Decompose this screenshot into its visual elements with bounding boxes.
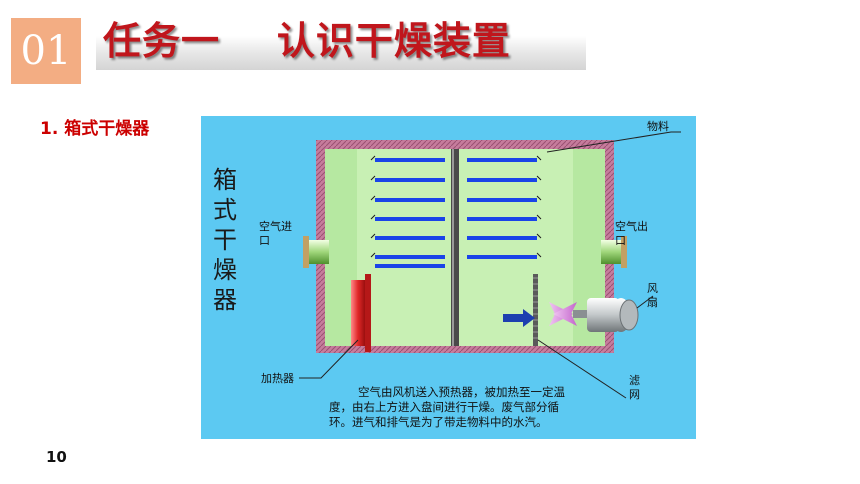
- side-char: 箱: [213, 166, 237, 194]
- dryer-side-label: 箱 式 干 燥 器: [213, 166, 245, 314]
- title-backdrop: [96, 36, 586, 70]
- filter-screen: [533, 274, 538, 346]
- air-outlet-label-line: 口: [615, 234, 626, 247]
- filter-label-line: 滤: [629, 374, 640, 387]
- section-subtitle: 1. 箱式干燥器: [40, 119, 150, 139]
- fan-label-line: 扇: [647, 295, 658, 309]
- air-inlet-label: 空气进 口: [259, 219, 296, 247]
- description-text: 空气由风机送入预热器，被加热至一定温 度，由右上方进入盘间进行干燥。废气部分循 …: [329, 385, 569, 429]
- heater-label: 加热器: [261, 372, 294, 385]
- side-char: 燥: [213, 256, 237, 284]
- side-char: 式: [213, 196, 237, 224]
- fan-label: 风 扇: [647, 282, 662, 309]
- material-label: 物料: [647, 119, 669, 133]
- air-inlet-pipe: [307, 240, 329, 264]
- description-line: 环。进气和排气是为了带走物料中的水汽。: [329, 415, 548, 429]
- side-char: 器: [213, 286, 237, 314]
- page-title: 任务一 认识干燥装置: [103, 19, 511, 63]
- filter-label: 滤 网: [629, 374, 644, 401]
- air-outlet-pipe: [601, 240, 623, 264]
- air-outlet-label-line: 空气出: [615, 219, 648, 233]
- air-inlet-label-line: 空气进: [259, 219, 292, 233]
- page-number: 10: [46, 448, 67, 466]
- left-tray-stack: [375, 158, 445, 259]
- fan-motor: [587, 298, 619, 332]
- section-badge: 01: [11, 18, 81, 84]
- fan-label-line: 风: [647, 282, 658, 295]
- left-tray-bottom: [375, 264, 445, 268]
- airflow-arrow: [503, 309, 535, 327]
- right-tray-stack: [467, 158, 537, 259]
- box-dryer-diagram: 箱 式 干 燥 器 物料 空气进 口 空气出 口 风 扇 加热器 滤 网 空气由…: [201, 116, 696, 439]
- air-inlet-label-line: 口: [259, 234, 270, 247]
- air-outlet-label: 空气出 口: [615, 219, 652, 247]
- description-line: 度，由右上方进入盘间进行干燥。废气部分循: [329, 400, 559, 414]
- filter-label-line: 网: [629, 388, 640, 401]
- heater: [351, 280, 365, 346]
- side-char: 干: [213, 226, 237, 254]
- description-line: 空气由风机送入预热器，被加热至一定温: [358, 385, 565, 399]
- fan-shaft: [573, 310, 589, 318]
- center-divider: [451, 149, 459, 346]
